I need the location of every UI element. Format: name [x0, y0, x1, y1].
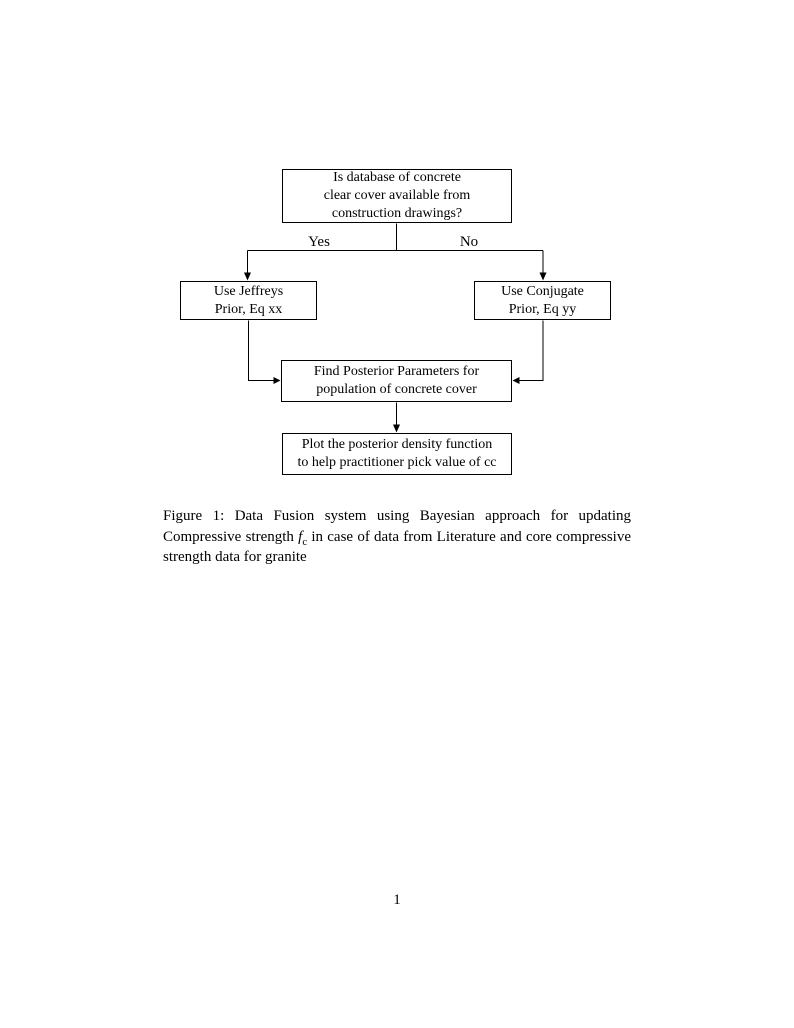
flowchart-node-jeffreys-prior-label: Use Jeffreys Prior, Eq xx: [213, 283, 284, 317]
flowchart-node-plot-posterior-label: Plot the posterior density function to h…: [297, 437, 497, 470]
figure-caption-math-subscript: c: [302, 535, 308, 548]
edge-jeffreys-posterior: [248, 320, 274, 381]
flowchart-node-start-label: Is database of concrete clear cover avai…: [323, 170, 471, 221]
edge-start-split: [247, 223, 544, 274]
flowchart-node-jeffreys-prior: Use Jeffreys Prior, Eq xx: [180, 281, 317, 320]
arrowhead-into-posterior-right: [512, 377, 520, 384]
arrowhead-into-plot: [393, 424, 400, 433]
arrowhead-into-posterior-left: [273, 377, 281, 384]
flowchart-node-conjugate-prior-label: Use Conjugate Prior, Eq yy: [501, 283, 584, 317]
figure-caption-math-variable: f: [298, 528, 303, 545]
flowchart-node-plot-posterior: Plot the posterior density function to h…: [282, 433, 512, 475]
flowchart-node-start: Is database of concrete clear cover avai…: [282, 169, 512, 223]
edge-conjugate-posterior: [519, 320, 544, 381]
page-number: 1: [393, 892, 401, 908]
figure-caption: Figure 1: Data Fusion system using Bayes…: [163, 506, 631, 568]
arrowhead-to-conjugate: [539, 272, 547, 281]
edge-label-no: No: [459, 234, 479, 250]
edge-label-yes: Yes: [308, 234, 330, 250]
flowchart-node-conjugate-prior: Use Conjugate Prior, Eq yy: [474, 281, 611, 320]
figure-caption-text-after-math: in case of data from Literature and core…: [163, 528, 631, 566]
arrowhead-to-jeffreys: [244, 272, 251, 281]
flowchart-node-find-posterior-label: Find Posterior Parameters for population…: [313, 364, 480, 397]
flowchart-node-find-posterior: Find Posterior Parameters for population…: [281, 360, 512, 402]
figure-caption-text-before-math: Figure 1: Data Fusion system using Bayes…: [163, 508, 631, 545]
